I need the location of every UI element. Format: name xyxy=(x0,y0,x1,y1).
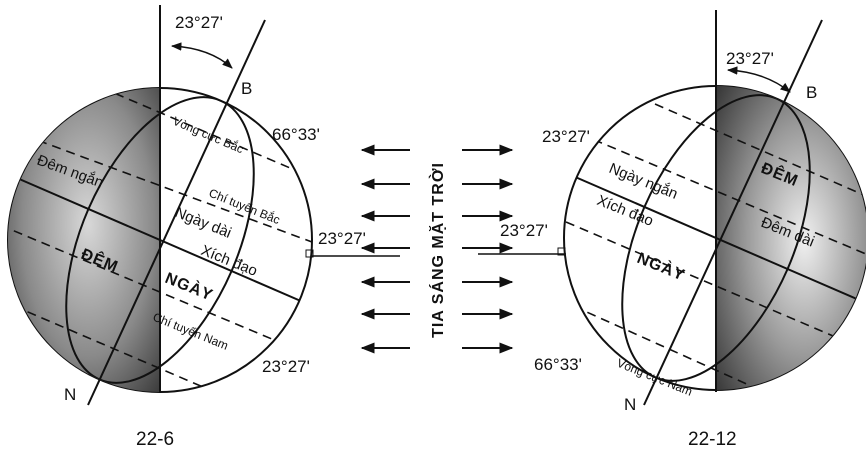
sun-rays: TIA SÁNG MẶT TRỜI xyxy=(362,150,512,348)
left-north-pole: B xyxy=(241,79,252,98)
right-south-pole: N xyxy=(624,395,636,414)
right-equator-angle: 23°27' xyxy=(500,221,548,240)
left-tilt-angle: 23°27' xyxy=(175,13,223,32)
left-date-caption: 22-6 xyxy=(136,429,174,450)
sun-rays-label: TIA SÁNG MẶT TRỜI xyxy=(428,162,447,338)
left-tropic-south-angle: 23°27' xyxy=(262,357,310,376)
left-tropic-angle: 23°27' xyxy=(318,229,366,248)
left-tilt-arc xyxy=(172,46,232,68)
right-tropic-north-angle: 23°27' xyxy=(542,127,590,146)
right-north-pole: B xyxy=(806,83,817,102)
left-night-side xyxy=(0,80,160,400)
right-date-caption: 22-12 xyxy=(688,429,737,450)
right-globe: 23°27' B N 23°27' 23°27' 66°33' Ngày ngắ… xyxy=(478,10,866,450)
right-tilt-angle: 23°27' xyxy=(726,49,774,68)
left-globe: 23°27' B N 66°33' 23°27' 23°27' Vòng cực… xyxy=(0,5,400,450)
left-polar-angle: 66°33' xyxy=(272,125,320,144)
right-polar-angle: 66°33' xyxy=(534,355,582,374)
left-south-pole: N xyxy=(64,385,76,404)
